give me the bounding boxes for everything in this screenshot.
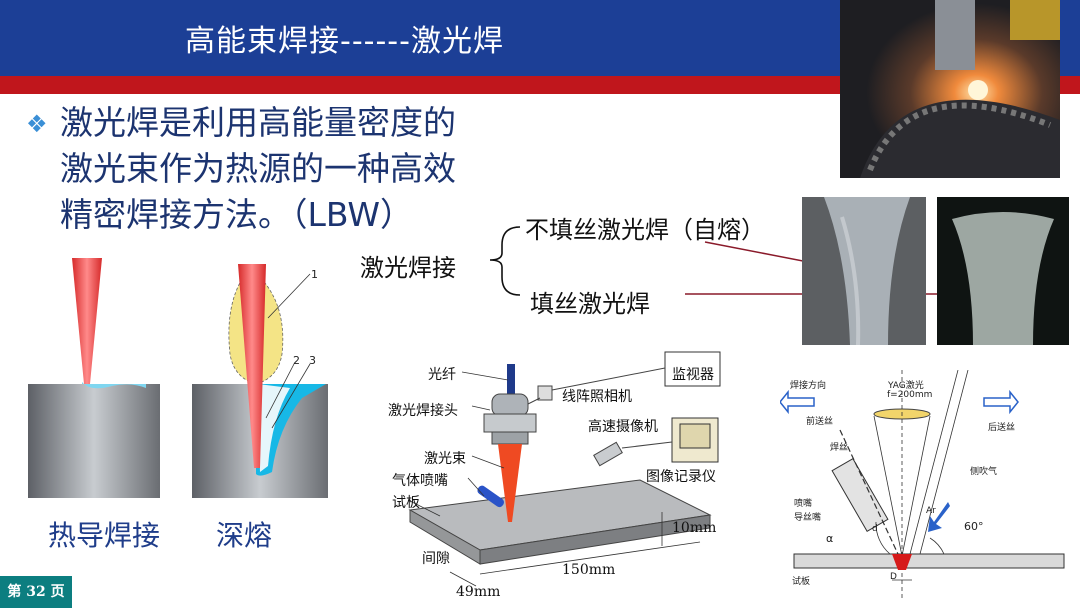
laser-welding-photo [840, 0, 1060, 178]
wire-label-plate: 试板 [792, 577, 811, 587]
classification-root: 激光焊接 [360, 254, 456, 282]
wire-label-side-gas: 侧吹气 [970, 467, 998, 477]
mode-label-3: 3 [309, 354, 316, 367]
wire-label-laser: YAG激光 [888, 381, 924, 391]
setup-label-nozzle: 气体喷嘴 [392, 473, 448, 489]
setup-label-hs-camera: 高速摄像机 [588, 419, 658, 435]
weld-section-photo-filler [937, 197, 1069, 345]
wire-feed-schematic [780, 370, 1065, 600]
setup-label-plate: 试板 [392, 495, 420, 511]
mode-label-2: 2 [293, 354, 300, 367]
setup-label-line-camera: 线阵照相机 [562, 389, 632, 405]
definition-line-2: 激光束作为热源的一种高效 [60, 149, 456, 188]
definition-line-3: 精密焊接方法。（LBW） [60, 195, 413, 234]
wire-label-angle: 60° [964, 520, 984, 533]
setup-label-beam: 激光束 [424, 451, 466, 467]
setup-label-head: 激光焊接头 [388, 403, 458, 419]
wire-label-guide: 导丝嘴 [794, 513, 822, 523]
wire-label-focal: f=200mm [887, 390, 933, 400]
setup-label-fiber: 光纤 [428, 367, 456, 383]
wire-label-d-big: D [890, 572, 897, 582]
wire-label-d-small: d [872, 524, 878, 534]
caption-keyhole: 深熔 [216, 519, 273, 552]
wire-label-wire: 焊丝 [830, 443, 849, 453]
setup-label-recorder: 图像记录仪 [646, 469, 716, 485]
setup-dim-thickness: 10mm [672, 520, 717, 536]
experiment-setup-diagram [407, 351, 721, 587]
wire-label-ar: Ar [926, 506, 936, 516]
weld-section-photo-autogenous [802, 197, 926, 345]
classification-branch-autogenous: 不填丝激光焊（自熔） [525, 216, 765, 244]
setup-dim-length: 150mm [562, 562, 616, 578]
page-number-badge: 第 32 页 [0, 576, 72, 608]
wire-label-alpha: α [826, 532, 834, 545]
brace-icon [489, 226, 521, 296]
definition-line-1: 激光焊是利用高能量密度的 [60, 103, 456, 142]
welding-mode-illustration [28, 258, 328, 498]
classification-branch-filler: 填丝激光焊 [530, 290, 650, 318]
header-accent-stripe [0, 76, 1080, 94]
wire-label-rear-feed: 后送丝 [988, 423, 1016, 433]
wire-label-front-feed: 前送丝 [806, 417, 834, 427]
slide-title: 高能束焊接------激光焊 [185, 24, 504, 59]
caption-conduction: 热导焊接 [48, 519, 161, 552]
mode-label-1: 1 [311, 268, 318, 281]
diamond-bullet-icon: ❖ [26, 110, 48, 138]
setup-dim-width: 49mm [456, 584, 501, 600]
wire-label-nozzle: 喷嘴 [794, 499, 813, 509]
setup-label-monitor: 监视器 [672, 367, 714, 383]
wire-label-direction: 焊接方向 [790, 381, 827, 391]
setup-label-gap: 间隙 [422, 551, 450, 567]
definition-text: 激光焊是利用高能量密度的 激光束作为热源的一种高效 精密焊接方法。（LBW） [60, 100, 500, 238]
